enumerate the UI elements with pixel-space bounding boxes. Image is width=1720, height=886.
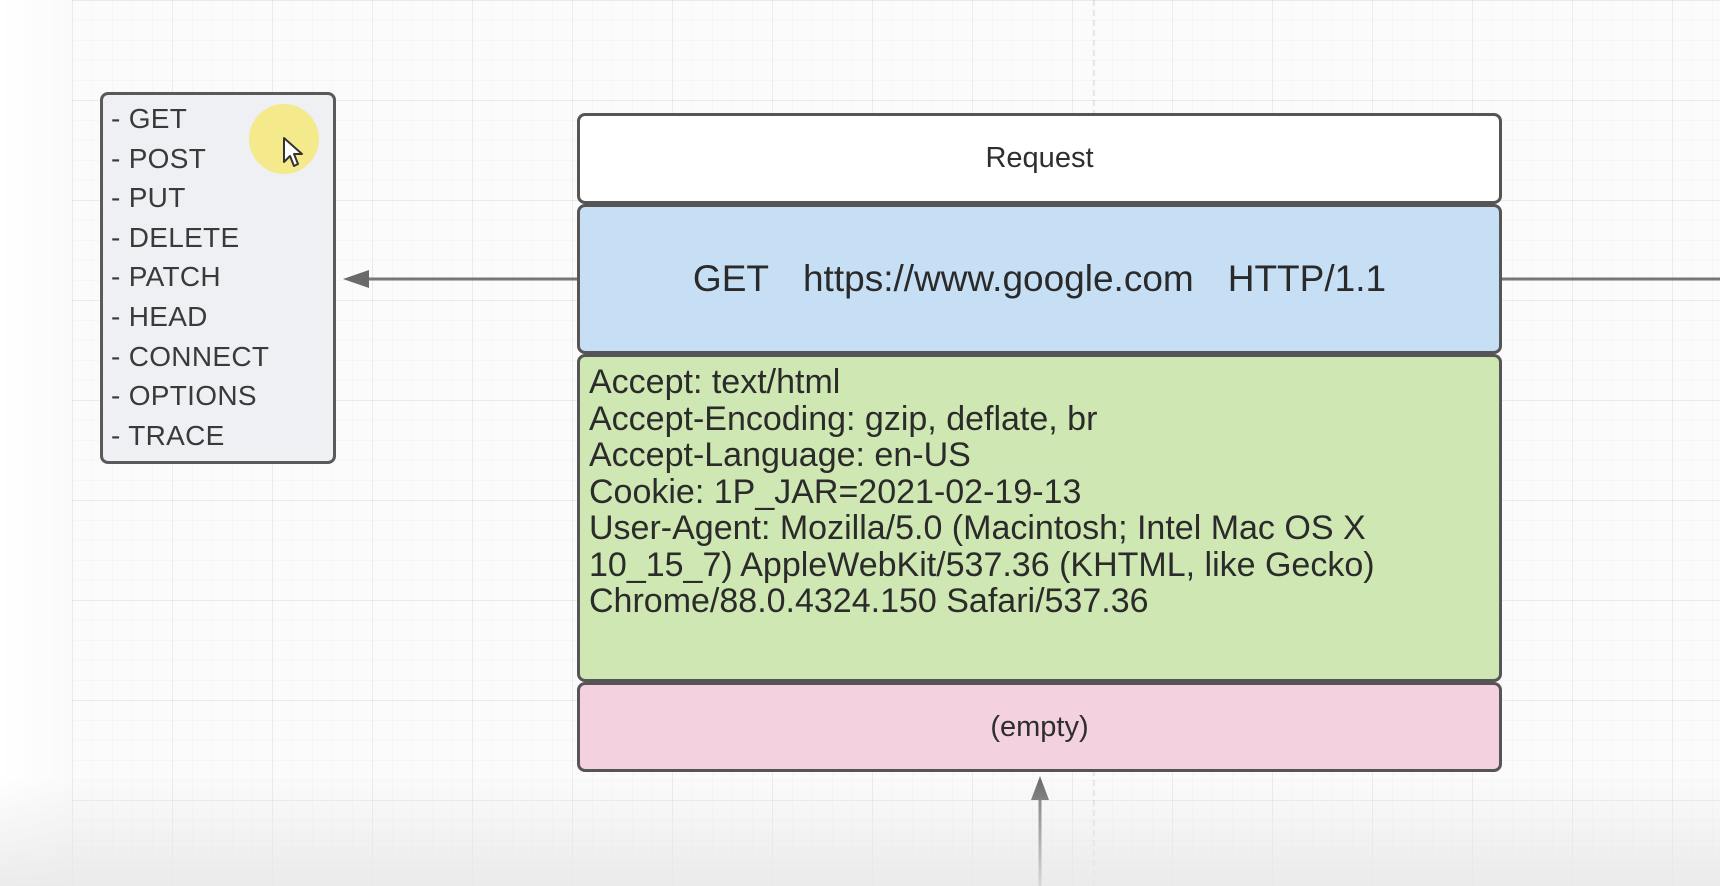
method-item-head: - HEAD: [111, 300, 208, 332]
header-accept-language: Accept-Language: en-US: [589, 436, 971, 474]
header-cookie: Cookie: 1P_JAR=2021-02-19-13: [589, 472, 1082, 511]
method-item-options: - OPTIONS: [111, 380, 257, 412]
request-version: HTTP/1.1: [1227, 258, 1387, 299]
method-item-get: - GET: [111, 103, 188, 134]
request-line-box[interactable]: GET https://www.google.com HTTP/1.1: [577, 204, 1502, 354]
request-url: https://www.google.com: [802, 258, 1194, 299]
mouse-pointer-icon: [283, 137, 303, 167]
request-method: GET: [692, 258, 769, 299]
header-accept-encoding: Accept-Encoding: gzip, deflate, br: [589, 399, 1098, 438]
request-title: Request: [985, 142, 1094, 174]
method-item-put: - PUT: [111, 182, 186, 214]
request-title-box[interactable]: Request: [577, 113, 1502, 204]
request-body-box[interactable]: (empty): [577, 682, 1502, 772]
left-margin: [0, 0, 72, 886]
method-item-post: - POST: [111, 142, 207, 174]
arrow-to-methods-head: [343, 270, 369, 288]
header-accept: Accept: text/html: [589, 363, 841, 401]
header-user-agent: User-Agent: Mozilla/5.0 (Macintosh; Inte…: [589, 509, 1375, 620]
method-item-patch: - PATCH: [111, 261, 221, 293]
method-item-trace: - TRACE: [111, 419, 225, 451]
request-body-text: (empty): [990, 710, 1089, 743]
request-headers-box[interactable]: Accept: text/html Accept-Encoding: gzip,…: [577, 354, 1502, 682]
method-item-connect: - CONNECT: [111, 340, 270, 372]
method-item-delete: - DELETE: [111, 221, 240, 253]
arrow-to-body-head: [1031, 776, 1049, 800]
